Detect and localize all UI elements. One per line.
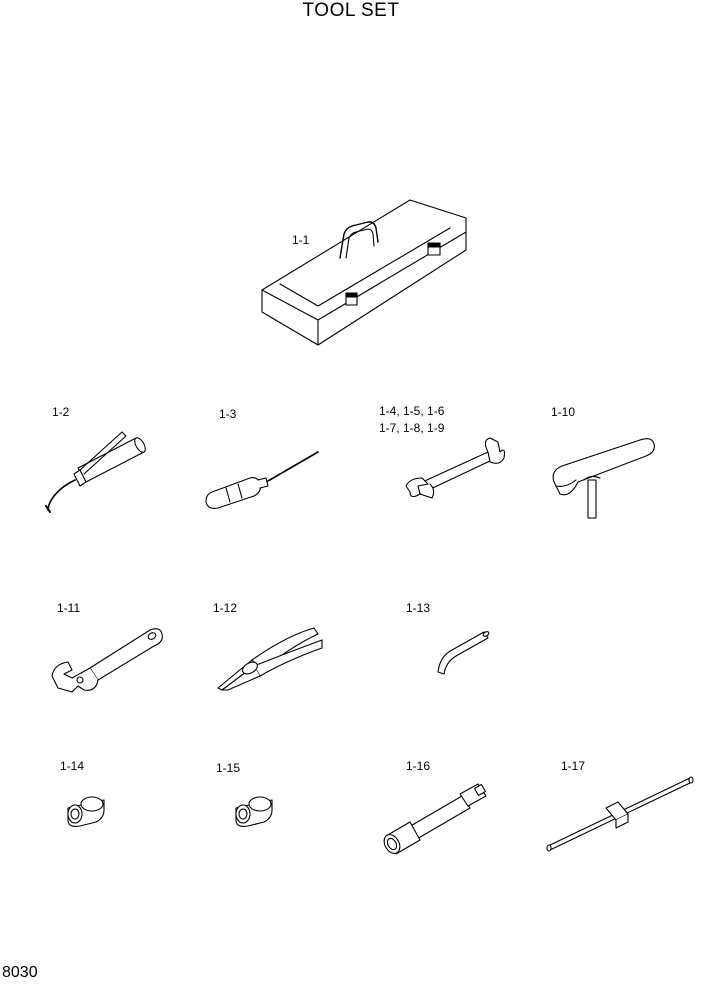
part-label-grease-gun: 1-2 [52, 405, 70, 419]
part-label-extension-bar: 1-16 [406, 759, 431, 773]
adjustable-wrench-icon [51, 628, 163, 693]
part-label-hex-key: 1-13 [406, 601, 431, 615]
pliers-icon [217, 627, 323, 691]
open-end-wrench-icon [405, 437, 506, 499]
socket-icon [67, 796, 105, 827]
part-label-socket-b: 1-15 [216, 761, 241, 775]
socket-icon [235, 796, 273, 827]
part-label-toolbox: 1-1 [292, 233, 310, 247]
t-handle-icon [546, 776, 694, 852]
page-title: TOOL SET [302, 0, 400, 21]
part-label-pliers: 1-12 [213, 601, 238, 615]
grease-gun-icon [45, 431, 146, 513]
part-label-socket-a: 1-14 [60, 759, 85, 773]
part-label-filter-wrench: 1-10 [551, 405, 576, 419]
filter-wrench-icon [552, 438, 655, 519]
screwdriver-icon [205, 451, 319, 509]
part-label-t-handle: 1-17 [561, 759, 586, 773]
part-label-screwdriver: 1-3 [219, 407, 237, 421]
part-label-adjustable-wrench: 1-11 [57, 601, 81, 615]
part-label-wrench-line1: 1-4, 1-5, 1-6 [379, 404, 445, 418]
toolbox-icon [261, 199, 467, 346]
page-code: 8030 [2, 964, 38, 981]
extension-bar-icon [383, 783, 487, 855]
hex-key-icon [437, 631, 490, 675]
part-label-wrench-line2: 1-7, 1-8, 1-9 [379, 421, 445, 435]
